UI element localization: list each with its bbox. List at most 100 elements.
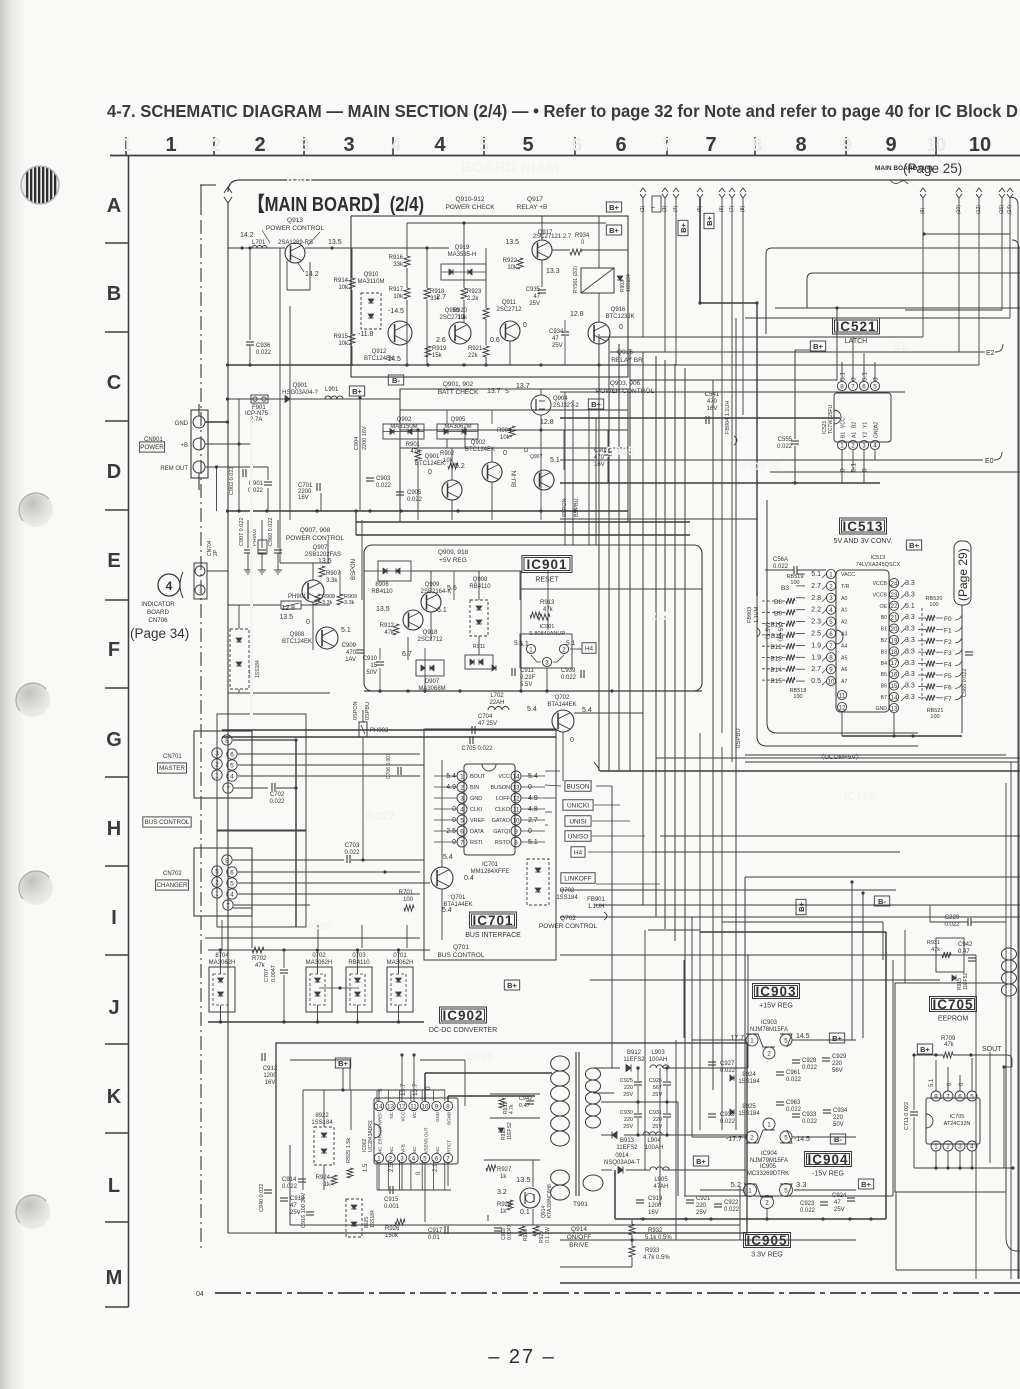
svg-text:POWER: POWER xyxy=(140,444,164,451)
svg-text:I/SENS OUT: I/SENS OUT xyxy=(424,1127,429,1153)
svg-text:5.4: 5.4 xyxy=(442,907,452,914)
svg-text:5: 5 xyxy=(230,762,234,769)
svg-text:1SS184: 1SS184 xyxy=(311,1120,333,1126)
svg-text:IC901: IC901 xyxy=(526,557,567,572)
svg-text:L702: L702 xyxy=(490,693,504,699)
svg-text:L903: L903 xyxy=(651,1050,665,1056)
svg-text:POWER CONTROL: POWER CONTROL xyxy=(539,923,598,930)
svg-text:R929: R929 xyxy=(539,1231,545,1243)
svg-text:【MAIN BOARD】(2/4): 【MAIN BOARD】(2/4) xyxy=(248,193,424,216)
svg-text:220: 220 xyxy=(624,1117,633,1123)
svg-text:4: 4 xyxy=(391,135,401,155)
svg-text:0.022: 0.022 xyxy=(786,1107,802,1113)
svg-text:11EF52: 11EF52 xyxy=(963,973,969,990)
svg-text:6: 6 xyxy=(572,135,582,155)
svg-text:25V: 25V xyxy=(552,343,563,349)
svg-text:0: 0 xyxy=(873,377,880,381)
svg-text:2: 2 xyxy=(750,1134,754,1141)
svg-text:R931: R931 xyxy=(927,940,940,946)
svg-text:14.2: 14.2 xyxy=(240,232,254,239)
svg-text:Q914: Q914 xyxy=(571,1226,587,1233)
svg-text:3.3k: 3.3k xyxy=(322,600,333,606)
svg-text:220: 220 xyxy=(833,1115,844,1121)
svg-text:R915: R915 xyxy=(501,1128,507,1140)
svg-text:B8: B8 xyxy=(774,599,782,606)
svg-text:C921: C921 xyxy=(467,1051,493,1063)
svg-text:C541: C541 xyxy=(705,392,720,398)
svg-text:GATQI: GATQI xyxy=(493,829,510,835)
svg-text:GND: GND xyxy=(435,1111,440,1122)
svg-text:11EFS2: 11EFS2 xyxy=(623,1057,645,1063)
svg-text:5.1k 0.5%: 5.1k 0.5% xyxy=(645,1235,672,1241)
svg-text:0: 0 xyxy=(619,324,623,331)
svg-text:BSPON: BSPON xyxy=(351,559,357,580)
svg-text:B+: B+ xyxy=(920,1045,930,1054)
svg-text:C704: C704 xyxy=(478,714,493,720)
svg-text:C702: C702 xyxy=(270,792,285,798)
svg-text:8925: 8925 xyxy=(742,1104,756,1110)
svg-text:B6: B6 xyxy=(881,684,887,690)
svg-text:– 27 –: – 27 – xyxy=(488,1346,556,1368)
svg-text:B0: B0 xyxy=(881,615,887,621)
svg-text:56V: 56V xyxy=(832,1068,843,1074)
svg-text:0.0047: 0.0047 xyxy=(271,965,277,982)
svg-text:Q917: Q917 xyxy=(527,196,543,203)
svg-text:GND: GND xyxy=(470,796,482,802)
svg-text:14: 14 xyxy=(376,1103,383,1110)
svg-text:8: 8 xyxy=(840,383,844,390)
svg-text:BUS CONTROL: BUS CONTROL xyxy=(438,952,485,959)
svg-text:7: 7 xyxy=(662,135,672,155)
svg-text:13.5: 13.5 xyxy=(328,239,342,246)
svg-text:1: 1 xyxy=(215,890,219,897)
svg-text:10k: 10k xyxy=(507,265,518,271)
svg-text:11: 11 xyxy=(839,692,846,699)
svg-text:B+: B+ xyxy=(679,222,688,232)
svg-text:6: 6 xyxy=(862,383,866,390)
svg-text:R916: R916 xyxy=(389,255,404,261)
svg-text:Q909: Q909 xyxy=(425,582,440,588)
svg-text:C910: C910 xyxy=(363,656,378,662)
svg-text:8: 8 xyxy=(934,1093,938,1100)
svg-text:5.2: 5.2 xyxy=(455,463,465,470)
svg-text:BRIVE: BRIVE xyxy=(569,1242,589,1249)
svg-text:22: 22 xyxy=(891,603,898,610)
svg-text:R932: R932 xyxy=(648,1228,663,1234)
svg-text:C932: C932 xyxy=(720,1112,735,1118)
svg-text:3: 3 xyxy=(958,1143,962,1150)
svg-text:RSTI: RSTI xyxy=(470,840,483,846)
svg-text:470: 470 xyxy=(707,399,718,405)
svg-text:I: I xyxy=(651,207,657,208)
svg-text:CN702: CN702 xyxy=(163,871,182,877)
svg-text:Q914: Q914 xyxy=(541,1206,547,1218)
svg-text:C56A: C56A xyxy=(773,557,788,563)
svg-text:4: 4 xyxy=(412,1155,416,1162)
svg-text:R702: R702 xyxy=(252,956,267,962)
svg-text:R925 1.5k: R925 1.5k xyxy=(346,1138,352,1163)
svg-text:47k: 47k xyxy=(255,963,266,969)
svg-text:RB4110: RB4110 xyxy=(371,589,393,595)
svg-text:F5: F5 xyxy=(944,673,952,680)
svg-text:5.1: 5.1 xyxy=(519,641,529,648)
svg-text:470: 470 xyxy=(346,650,357,656)
svg-text:1AV: 1AV xyxy=(345,657,356,663)
svg-text:IC904: IC904 xyxy=(807,1152,848,1167)
svg-text:1.9: 1.9 xyxy=(811,654,821,661)
svg-text:MA3150M: MA3150M xyxy=(390,424,417,430)
svg-text:R909: R909 xyxy=(344,594,357,600)
svg-text:MA3062M: MA3062M xyxy=(444,424,471,430)
svg-text:C923: C923 xyxy=(800,1201,815,1207)
svg-text:100: 100 xyxy=(930,714,939,720)
svg-text:(Page 34): (Page 34) xyxy=(130,626,189,641)
svg-text:2SC2712: 2SC2712 xyxy=(417,637,443,643)
svg-text:C942: C942 xyxy=(958,942,973,948)
svg-text:3: 3 xyxy=(545,659,549,666)
svg-text:UNICKI: UNICKI xyxy=(567,802,589,809)
svg-text:22AH: 22AH xyxy=(489,700,504,706)
svg-text:B2: B2 xyxy=(881,638,887,644)
svg-text:PH902: PH902 xyxy=(370,728,389,734)
svg-text:C927: C927 xyxy=(720,1061,735,1067)
svg-text:H4: H4 xyxy=(585,645,594,652)
svg-text:C907 0.022: C907 0.022 xyxy=(239,518,245,546)
svg-text:C703: C703 xyxy=(345,843,360,849)
svg-text:PH901: PH901 xyxy=(288,594,307,600)
